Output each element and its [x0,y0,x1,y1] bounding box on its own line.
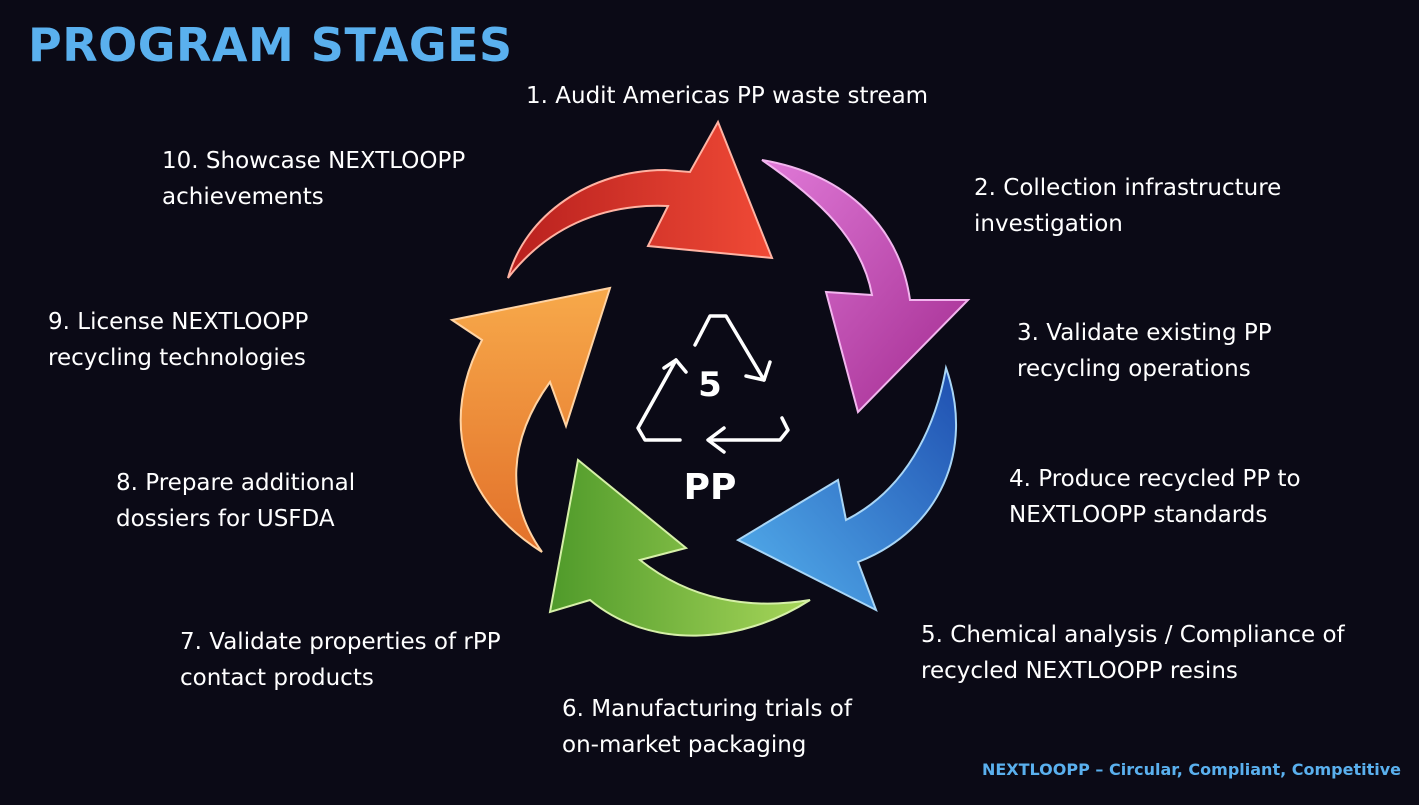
stage-5: 5. Chemical analysis / Compliance of rec… [921,617,1345,689]
stage-6-line-1: 6. Manufacturing trials of [562,691,852,727]
stage-6-line-2: on-market packaging [562,727,852,763]
stage-10-line-1: 10. Showcase NEXTLOOPP [162,143,465,179]
stage-2-line-1: 2. Collection infrastructure [974,170,1281,206]
stage-9: 9. License NEXTLOOPP recycling technolog… [48,304,308,376]
stage-10-line-2: achievements [162,179,465,215]
resin-code-label: PP [684,467,737,508]
stage-3: 3. Validate existing PP recycling operat… [1017,315,1272,387]
stage-3-line-2: recycling operations [1017,351,1272,387]
stage-10: 10. Showcase NEXTLOOPP achievements [162,143,465,215]
stage-7-line-1: 7. Validate properties of rPP [180,624,501,660]
stage-8-line-1: 8. Prepare additional [116,465,355,501]
stage-3-line-1: 3. Validate existing PP [1017,315,1272,351]
stage-5-line-1: 5. Chemical analysis / Compliance of [921,617,1345,653]
cycle-arrow-magenta [762,160,968,412]
stage-6: 6. Manufacturing trials of on-market pac… [562,691,852,763]
resin-code-number: 5 [698,365,722,405]
stage-4-line-2: NEXTLOOPP standards [1009,497,1301,533]
stage-5-line-2: recycled NEXTLOOPP resins [921,653,1345,689]
footer-tagline: NEXTLOOPP – Circular, Compliant, Competi… [982,760,1401,779]
stage-4-line-1: 4. Produce recycled PP to [1009,461,1301,497]
stage-2-line-2: investigation [974,206,1281,242]
stage-4: 4. Produce recycled PP to NEXTLOOPP stan… [1009,461,1301,533]
stage-9-line-2: recycling technologies [48,340,308,376]
cycle-arrow-red [508,122,772,278]
stage-7: 7. Validate properties of rPP contact pr… [180,624,501,696]
stage-8: 8. Prepare additional dossiers for USFDA [116,465,355,537]
stage-9-line-1: 9. License NEXTLOOPP [48,304,308,340]
stage-8-line-2: dossiers for USFDA [116,501,355,537]
stage-1-line-1: 1. Audit Americas PP waste stream [526,78,928,114]
stage-7-line-2: contact products [180,660,501,696]
stage-2: 2. Collection infrastructure investigati… [974,170,1281,242]
stage-1: 1. Audit Americas PP waste stream [526,78,928,114]
cycle-arrow-blue [738,368,956,610]
